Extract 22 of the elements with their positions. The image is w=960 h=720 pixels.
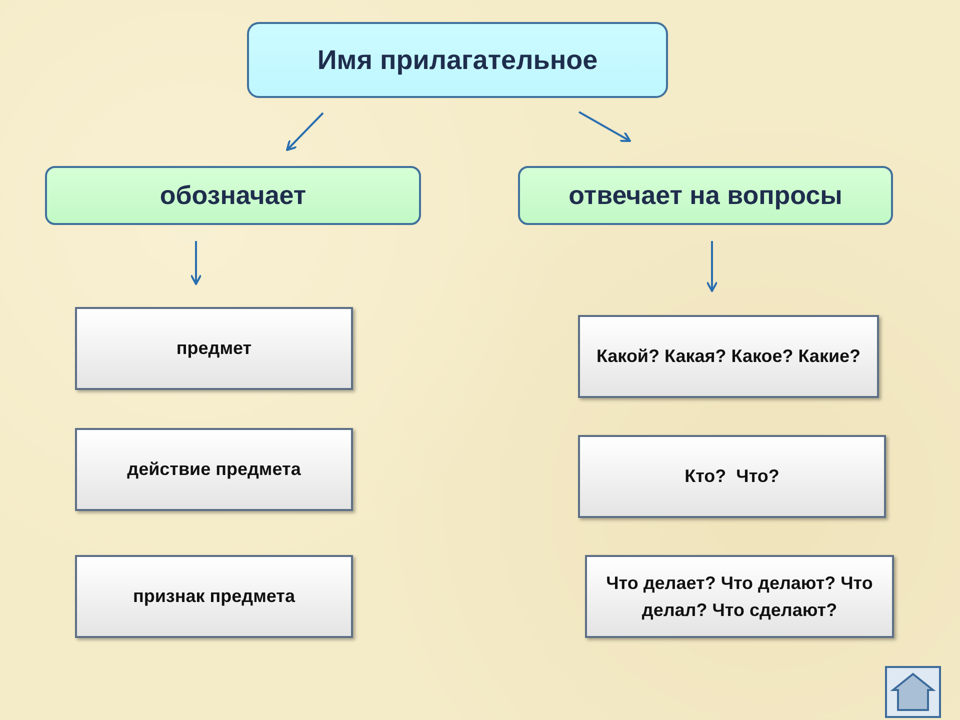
box-text: Имя прилагательное <box>317 44 598 76</box>
arrow <box>190 241 202 285</box>
box-text: Кто? Что? <box>684 465 780 488</box>
box-text: признак предмета <box>133 585 295 608</box>
box-text: предмет <box>176 337 252 360</box>
item-box <box>585 555 894 638</box>
arrow <box>578 111 631 142</box>
box-text: обозначает <box>160 180 306 211</box>
box-text: Какой? Какая? Какое? Какие? <box>596 345 861 368</box>
category-box <box>518 166 893 225</box>
item-box <box>578 315 879 398</box>
box-text: Что делает? Что делают? Что делал? Что сделают? <box>605 572 874 622</box>
arrow <box>286 112 324 151</box>
item-box <box>578 435 886 518</box>
title-box <box>247 22 668 98</box>
arrow <box>706 241 718 292</box>
box-text: действие предмета <box>127 458 301 481</box>
category-box <box>45 166 421 225</box>
item-box <box>75 555 353 638</box>
item-box <box>75 428 353 511</box>
item-box <box>75 307 353 390</box>
box-text: отвечает на вопросы <box>568 180 842 211</box>
